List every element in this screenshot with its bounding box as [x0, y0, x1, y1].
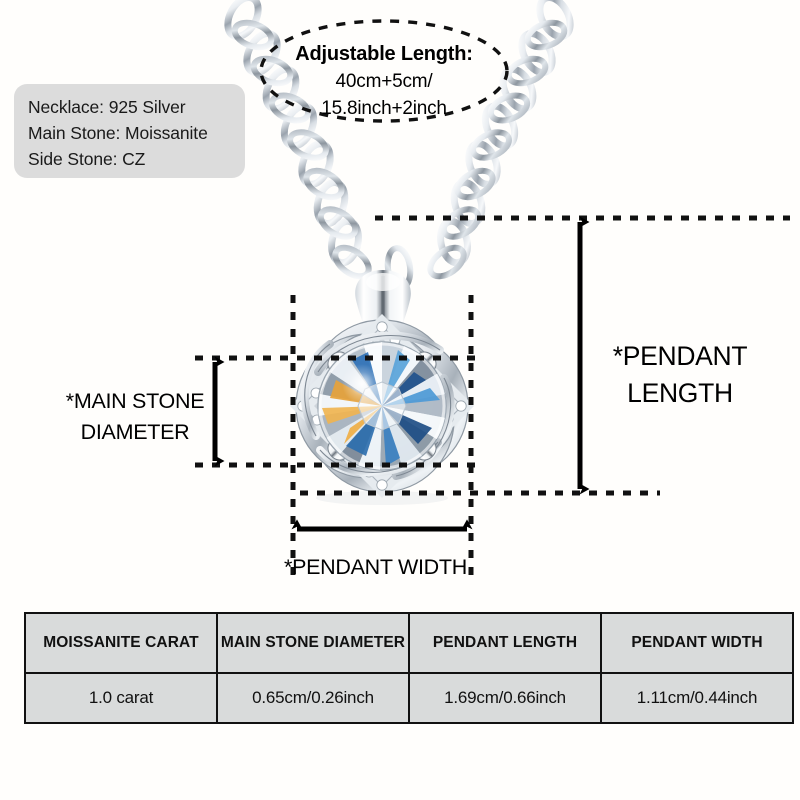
main-stone-diameter-label: *MAIN STONE DIAMETER — [40, 386, 230, 448]
table-value-row: 1.0 carat 0.65cm/0.26inch 1.69cm/0.66inc… — [24, 672, 794, 724]
header-main-stone-diameter: MAIN STONE DIAMETER — [216, 612, 410, 674]
info-line-necklace: Necklace: 925 Silver — [28, 97, 186, 117]
main-stone-label-line1: *MAIN STONE — [65, 389, 205, 413]
main-stone-label-line2: DIAMETER — [80, 420, 190, 444]
value-moissanite-carat: 1.0 carat — [24, 672, 218, 724]
value-pendant-width: 1.11cm/0.44inch — [600, 672, 794, 724]
adjustable-length-callout: Adjustable Length: 40cm+5cm/ 15.8inch+2i… — [258, 18, 510, 124]
material-info-box: Necklace: 925 Silver Main Stone: Moissan… — [14, 84, 245, 178]
value-pendant-length: 1.69cm/0.66inch — [408, 672, 602, 724]
info-line-main-stone: Main Stone: Moissanite — [28, 123, 208, 143]
pendant-length-label: *PENDANT LENGTH — [595, 338, 765, 412]
specification-table: MOISSANITE CARAT MAIN STONE DIAMETER PEN… — [24, 612, 794, 724]
header-pendant-width: PENDANT WIDTH — [600, 612, 794, 674]
dashed-ellipse-outline — [259, 19, 509, 123]
pendant-width-label: *PENDANT WIDTH — [284, 555, 467, 579]
header-moissanite-carat: MOISSANITE CARAT — [24, 612, 218, 674]
value-main-stone-diameter: 0.65cm/0.26inch — [216, 672, 410, 724]
info-line-side-stone: Side Stone: CZ — [28, 149, 146, 169]
pendant-length-label-line1: *PENDANT — [612, 341, 748, 371]
adjustable-length-text: Adjustable Length: 40cm+5cm/ 15.8inch+2i… — [258, 40, 510, 122]
adjustable-length-inch: 15.8inch+2inch — [321, 98, 447, 119]
adjustable-length-cm: 40cm+5cm/ — [335, 71, 433, 92]
pendant-length-label-line2: LENGTH — [627, 378, 733, 408]
adjustable-length-title: Adjustable Length: — [295, 43, 473, 65]
table-header-row: MOISSANITE CARAT MAIN STONE DIAMETER PEN… — [24, 612, 794, 674]
header-pendant-length: PENDANT LENGTH — [408, 612, 602, 674]
